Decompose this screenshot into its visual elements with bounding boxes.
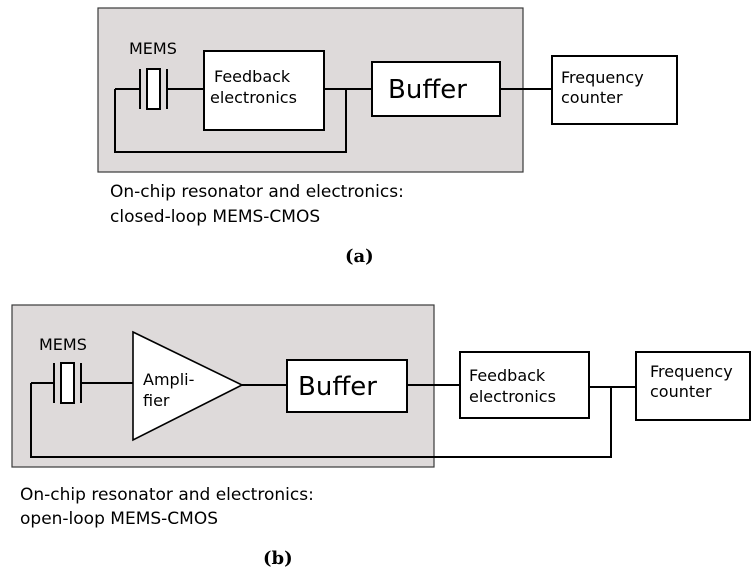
amp-label-line2-b: fier — [143, 391, 170, 410]
frequency-counter-block-b — [635, 351, 751, 421]
frequency-counter-block-a — [551, 55, 678, 125]
feedback-label-line1-b: Feedback — [469, 366, 546, 385]
mems-label-b: MEMS — [39, 335, 87, 354]
caption-line1-b: On-chip resonator and electronics: — [20, 485, 314, 505]
buffer-label-a: Buffer — [388, 75, 467, 105]
caption-line2-b: open-loop MEMS-CMOS — [20, 509, 218, 529]
diagram-b: MEMS Ampli- fier Buffer Feedback electro… — [11, 304, 751, 569]
amp-label-line1-b: Ampli- — [143, 370, 194, 389]
amplifier-triangle-icon — [132, 330, 244, 442]
sublabel-a: (a) — [345, 246, 374, 267]
feedback-loop-wire-b — [30, 383, 612, 458]
buffer-block-a — [371, 61, 501, 117]
freq-label-line2-b: counter — [650, 382, 712, 401]
feedback-label-line2-a: electronics — [210, 88, 297, 107]
freq-label-line1-b: Frequency — [650, 362, 733, 381]
feedback-electronics-block-a — [203, 50, 325, 131]
feedback-loop-wire-a — [114, 88, 347, 153]
feedback-electronics-block-b — [459, 351, 590, 419]
feedback-label-line1-a: Feedback — [214, 67, 291, 86]
feedback-label-line2-b: electronics — [469, 387, 556, 406]
buffer-label-b: Buffer — [298, 372, 377, 402]
mems-label-a: MEMS — [129, 39, 177, 58]
caption-line2-a: closed-loop MEMS-CMOS — [110, 207, 320, 227]
freq-label-line1-a: Frequency — [561, 68, 644, 87]
mems-resonator-icon — [53, 362, 82, 404]
diagram-a: MEMS Feedback electronics Buffer Frequen… — [97, 7, 678, 267]
sublabel-b: (b) — [263, 548, 293, 569]
buffer-block-b — [286, 359, 408, 413]
caption-line1-a: On-chip resonator and electronics: — [110, 182, 404, 202]
freq-label-line2-a: counter — [561, 88, 623, 107]
mems-resonator-icon — [139, 68, 168, 110]
